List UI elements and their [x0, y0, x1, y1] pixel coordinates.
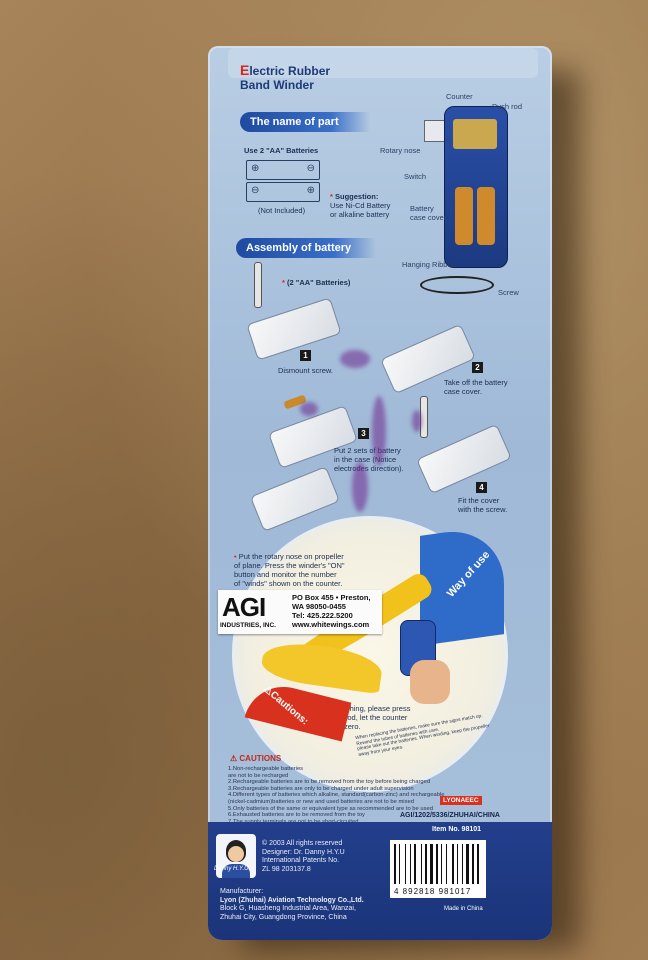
step-2-number: 2: [472, 362, 483, 373]
assembly-header: Assembly of battery: [236, 238, 376, 258]
brand-badge: LYONAEEC: [440, 796, 482, 805]
caution-item: 7.The supply terminals are not to be sho…: [228, 819, 458, 826]
agi-logo: AGI: [222, 592, 266, 622]
ribbon-illustration: [420, 276, 494, 294]
barcode-bar: [477, 844, 479, 884]
barcode-bar: [421, 844, 422, 884]
caution-item: 3.Rechargeable batteries are only to be …: [228, 785, 414, 792]
designer-portrait: [216, 834, 256, 878]
ink-stain: [372, 396, 386, 466]
barcode-bar: [394, 844, 396, 884]
barcode-bar: [462, 844, 463, 884]
battery-aa-1: ⊕ ⊖: [246, 160, 320, 180]
name-of-part-header: The name of part: [240, 112, 370, 132]
agi-company: INDUSTRIES, INC.: [220, 622, 276, 629]
battery-note: Use 2 "AA" Batteries: [244, 146, 319, 155]
push-rod-label: Push rod: [492, 102, 523, 111]
barcode-bar: [414, 844, 416, 884]
barcode-bar: [436, 844, 438, 884]
barcode-bar: [410, 844, 411, 884]
hand-illustration: [410, 660, 450, 704]
designer-signature: Danny H.Y.U.: [214, 866, 251, 872]
barcode-bar: [441, 844, 442, 884]
barcode-bar: [399, 844, 400, 884]
step-1-number: 1: [300, 350, 311, 361]
step-4-text: Fit the cover with the screw.: [458, 496, 508, 514]
barcode-bar: [452, 844, 454, 884]
cautions-list: 1.Non-rechargeable batteries are not to …: [228, 766, 458, 825]
suggestion-text: * Suggestion: Use Ni-Cd Battery or alkal…: [330, 192, 391, 219]
battery-aa-2: ⊖ ⊕: [246, 182, 320, 202]
ink-stain: [352, 462, 368, 512]
package-footer: [208, 822, 552, 940]
winder-illustration: [444, 106, 508, 268]
hang-tab: [228, 48, 538, 78]
barcode: 4 892818 981017: [390, 840, 486, 898]
made-in-label: Made in China: [444, 906, 483, 912]
screwdriver-icon: [254, 262, 262, 308]
ink-stain: [412, 410, 422, 432]
barcode-digits: 4 892818 981017: [394, 887, 472, 896]
caution-item: 6.Exhausted batteries are to be removed …: [228, 812, 365, 819]
caution-item: 2.Rechargeable batteries are to be remov…: [228, 779, 431, 786]
caution-item: 1.Non-rechargeable batteries: [228, 766, 304, 772]
product-code: AGI/1202/5336/ZHUHAI/CHINA: [400, 812, 500, 819]
step-2-text: Take off the battery case cover.: [444, 378, 508, 396]
batteries-note: * (2 "AA" Batteries): [282, 278, 351, 287]
copyright-block: © 2003 All rights reserved Designer: Dr.…: [262, 840, 345, 873]
rotary-nose-label: Rotary nose: [380, 146, 421, 155]
hanging-ribbon-label: Hanging Ribbon: [402, 260, 456, 269]
not-included-label: (Not Included): [258, 206, 306, 215]
step-4-number: 4: [476, 482, 487, 493]
screw-label: Screw: [498, 288, 519, 297]
barcode-bar: [457, 844, 458, 884]
switch-label: Switch: [404, 172, 427, 181]
manufacturer-block: Manufacturer: Lyon (Zhuhai) Aviation Tec…: [220, 888, 364, 921]
ink-stain: [300, 402, 318, 416]
barcode-bar: [466, 844, 469, 884]
barcode-bar: [430, 844, 433, 884]
barcode-bar: [405, 844, 406, 884]
barcode-bar: [425, 844, 427, 884]
counter-label: Counter: [446, 92, 473, 101]
caution-item: are not to be recharged: [228, 772, 289, 779]
agi-address: PO Box 455 • Preston, WA 98050-0455 Tel:…: [292, 593, 371, 629]
barcode-bar: [472, 844, 474, 884]
step-3-text: Put 2 sets of battery in the case (Notic…: [334, 446, 404, 473]
step-3-number: 3: [358, 428, 369, 439]
cautions-header: ⚠ CAUTIONS: [230, 754, 282, 763]
step-1-text: Dismount screw.: [278, 366, 334, 375]
caution-item: 5.Only batteries of the same or equivale…: [228, 805, 433, 812]
battery-cover-label: Battery case cover: [410, 204, 447, 222]
barcode-bar: [446, 844, 447, 884]
caution-item: 4.Different types of batteries which alk…: [228, 792, 445, 799]
agi-sticker: AGI INDUSTRIES, INC. PO Box 455 • Presto…: [218, 590, 382, 634]
ink-stain: [340, 350, 370, 368]
product-title: Electric Rubber Band Winder: [240, 62, 331, 92]
caution-item: (nickel-cadmium)batteries or new and use…: [228, 798, 414, 805]
item-number: Item No. 98101: [432, 826, 482, 833]
way-of-use-instruction: • Put the rotary nose on propeller of pl…: [234, 552, 345, 588]
